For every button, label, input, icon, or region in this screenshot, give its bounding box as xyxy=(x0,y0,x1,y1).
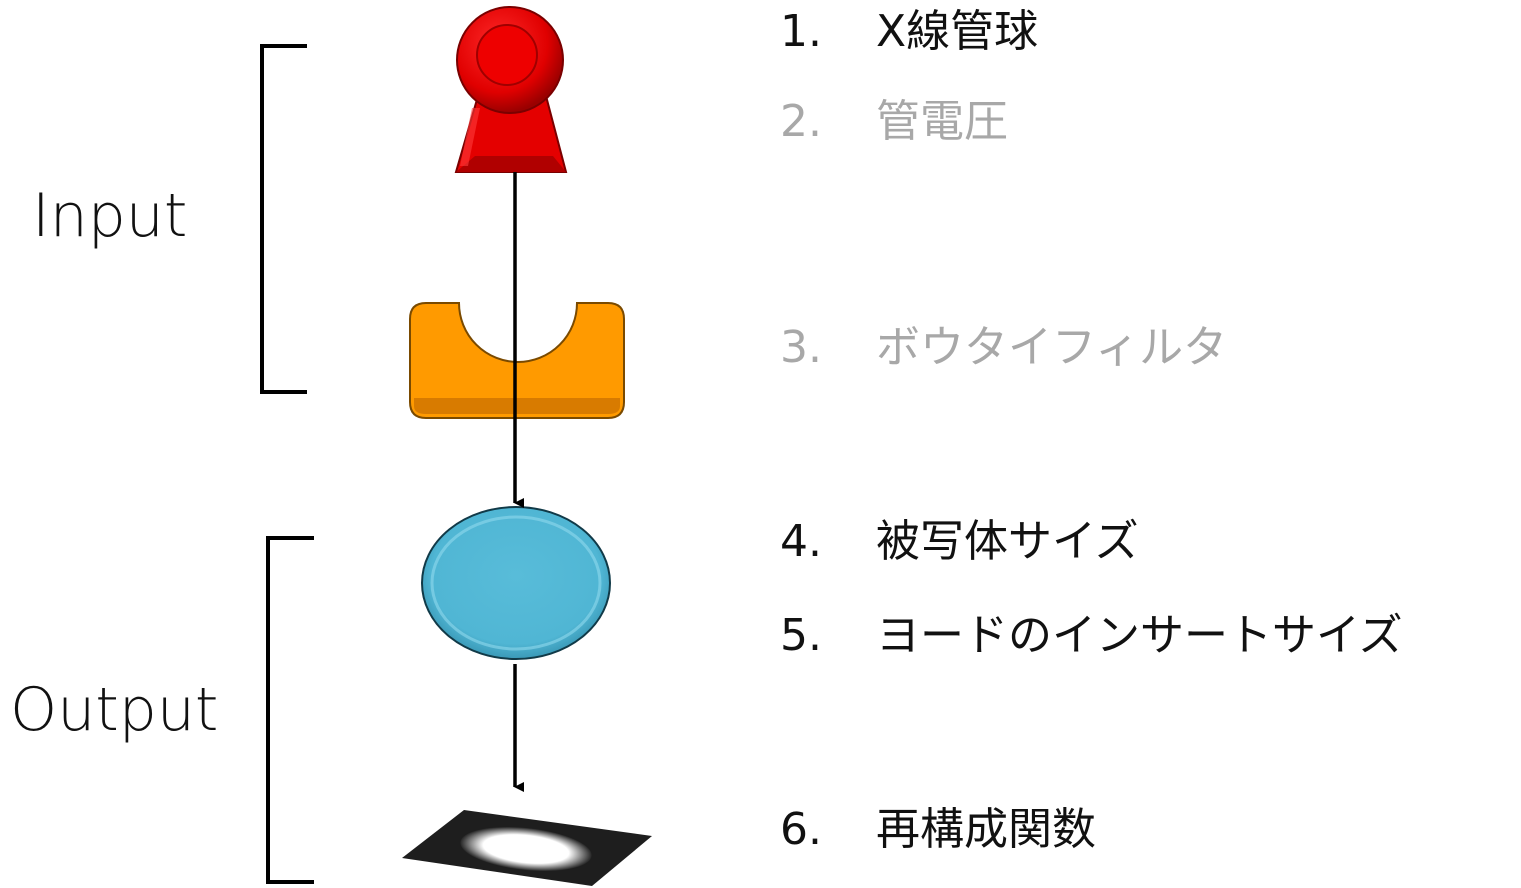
bowtie-filter-icon xyxy=(409,302,625,419)
parameter-text: ヨードのインサートサイズ xyxy=(876,610,1403,661)
parameter-number: 3. xyxy=(780,322,822,373)
parameter-number: 5. xyxy=(780,610,822,661)
parameter-item-6: 6.再構成関数 xyxy=(780,808,1096,852)
parameter-number: 2. xyxy=(780,96,822,147)
parameter-text: 管電圧 xyxy=(876,96,1008,147)
parameter-text: 再構成関数 xyxy=(876,804,1096,855)
parameter-item-3: 3.ボウタイフィルタ xyxy=(780,326,1227,370)
parameter-number: 6. xyxy=(780,804,822,855)
parameter-text: X線管球 xyxy=(876,6,1039,57)
parameter-item-5: 5.ヨードのインサートサイズ xyxy=(780,614,1403,658)
parameter-number: 4. xyxy=(780,516,822,567)
output-bracket xyxy=(266,536,314,884)
parameter-text: 被写体サイズ xyxy=(876,516,1139,567)
output-label: Output xyxy=(10,675,219,745)
parameter-item-2: 2.管電圧 xyxy=(780,100,1008,144)
input-bracket xyxy=(260,44,307,394)
input-label: Input xyxy=(32,181,188,251)
parameter-number: 1. xyxy=(780,6,822,57)
parameter-item-4: 4.被写体サイズ xyxy=(780,520,1139,564)
reconstructed-image-icon xyxy=(402,810,652,886)
phantom-ellipse-icon xyxy=(421,506,611,660)
x-ray-tube-icon xyxy=(454,6,568,173)
parameter-text: ボウタイフィルタ xyxy=(876,322,1228,373)
parameter-item-1: 1.X線管球 xyxy=(780,10,1038,54)
